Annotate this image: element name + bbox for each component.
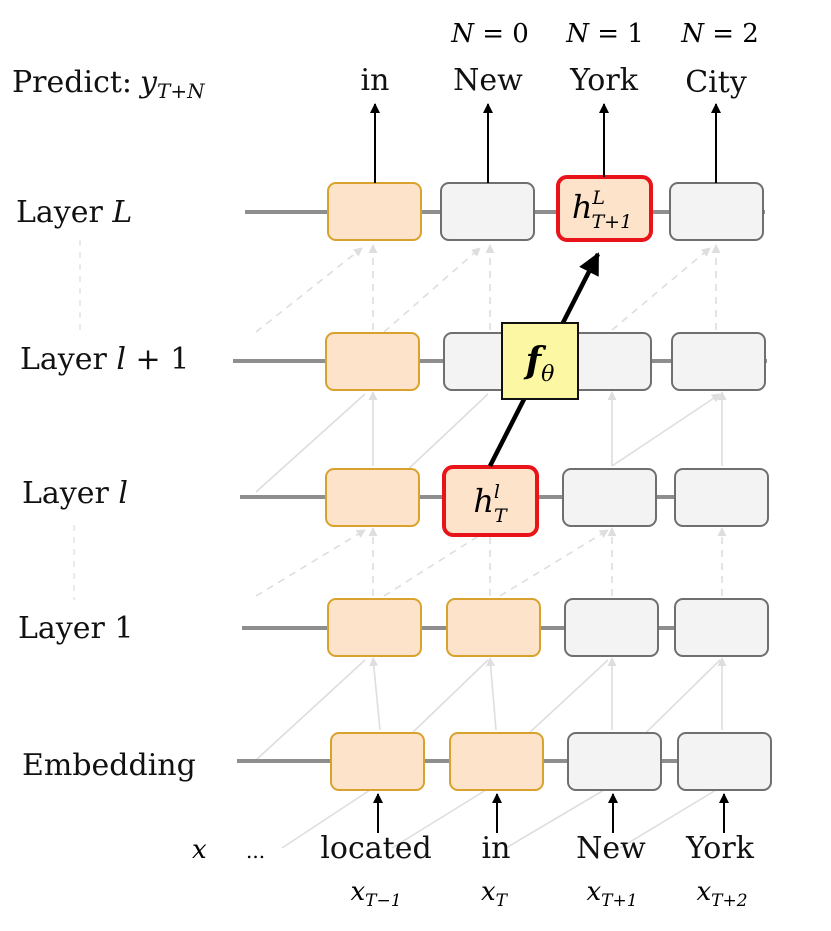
n-labels: N = 0 N = 1 N = 2 <box>450 19 759 49</box>
input-subscripts: xT−1 xT xT+1 xT+2 <box>350 877 747 911</box>
output-token: York <box>569 63 639 98</box>
layer-label-l-plus-1: Layer l + 1 <box>20 342 189 377</box>
box-layerl1-t+2 <box>671 332 766 391</box>
input-token: in <box>482 831 511 866</box>
box-embed-t <box>449 732 544 791</box>
layer-label-embedding: Embedding <box>22 748 196 783</box>
box-layerl-t-highlight <box>442 465 539 537</box>
box-embed-t-1 <box>330 732 425 791</box>
box-layerL-t-1 <box>327 182 422 241</box>
output-tokens: in New York City <box>361 63 747 100</box>
box-layerl-t+1 <box>562 468 657 527</box>
output-arrows <box>370 103 721 183</box>
input-row: x ... located in New York <box>192 831 755 866</box>
predict-label: Predict:yT+N <box>12 65 206 103</box>
box-layer1-t+1 <box>564 598 659 657</box>
output-token: City <box>685 65 747 100</box>
input-subscript: xT−1 <box>350 877 401 911</box>
box-layerL-t+2 <box>669 182 764 241</box>
box-layerL-t <box>440 182 535 241</box>
output-token: New <box>453 63 523 98</box>
box-layer1-t-1 <box>327 598 422 657</box>
layer-labels: Layer L Layer l + 1 Layer l Layer 1 Embe… <box>16 195 196 783</box>
layer-label-1: Layer 1 <box>18 611 133 646</box>
box-layer1-t <box>446 598 541 657</box>
box-layerl-t+2 <box>674 468 769 527</box>
input-subscript: xT <box>481 877 509 911</box>
input-token: located <box>320 831 431 866</box>
input-subscript: xT+2 <box>696 877 747 911</box>
box-embed-t+1 <box>567 732 662 791</box>
box-layer1-t+2 <box>674 598 769 657</box>
n-label-0: N = 0 <box>450 19 529 49</box>
box-embed-t+2 <box>677 732 772 791</box>
input-ellipsis: ... <box>246 839 265 863</box>
n-label-1: N = 1 <box>565 19 644 49</box>
input-arrows <box>373 793 729 833</box>
input-var: x <box>192 835 207 865</box>
input-token: York <box>685 831 755 866</box>
box-layerl-t-1 <box>325 468 420 527</box>
input-subscript: xT+1 <box>586 877 637 911</box>
layer-label-l: Layer l <box>22 476 128 511</box>
input-token: New <box>576 831 646 866</box>
layer-label-L: Layer L <box>16 195 132 230</box>
hidden-state-boxes <box>325 175 772 791</box>
dependency-connections <box>255 244 727 849</box>
output-token: in <box>361 63 390 98</box>
n-label-2: N = 2 <box>680 19 759 49</box>
f-theta-box <box>501 322 579 400</box>
box-layerl1-t-1 <box>325 332 420 391</box>
